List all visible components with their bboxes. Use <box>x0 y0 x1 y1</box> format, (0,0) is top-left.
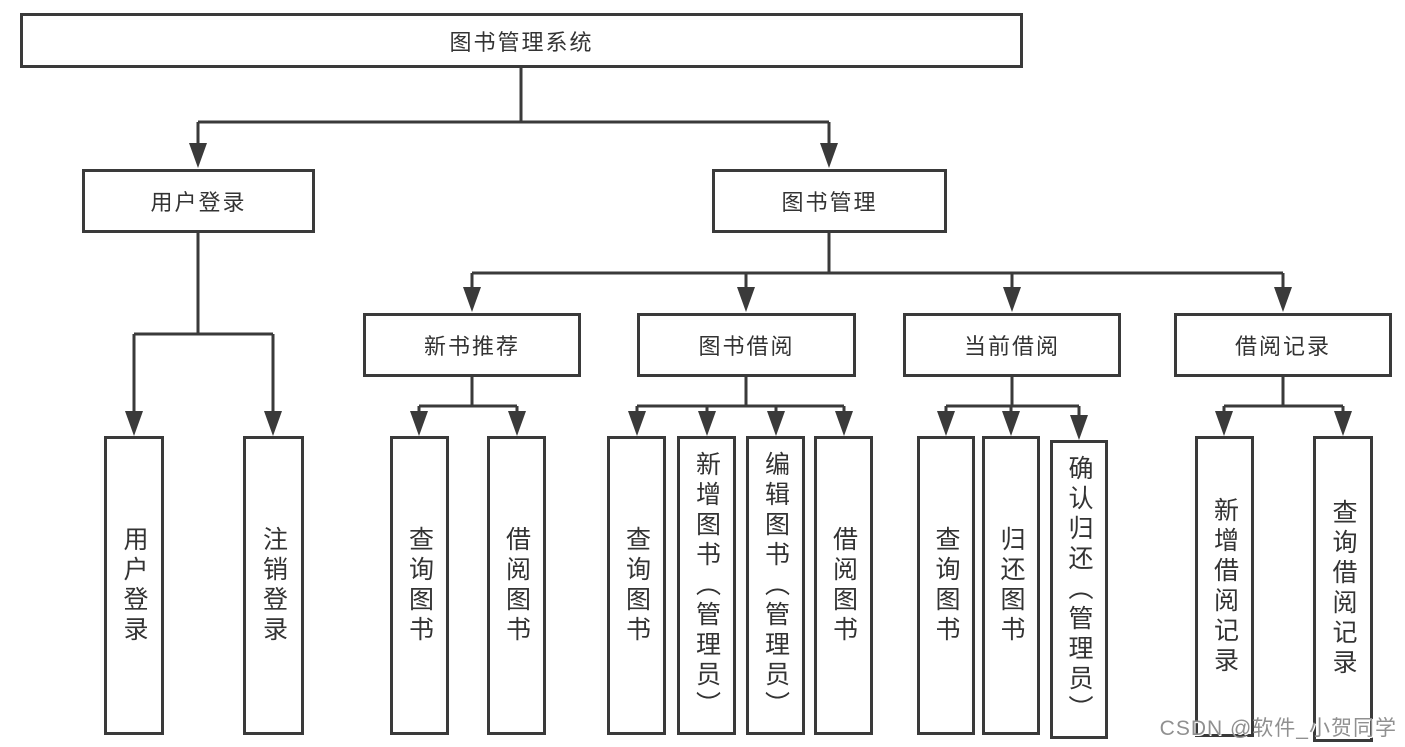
node-user-login: 用户登录 <box>82 169 315 233</box>
node-leaf-query-books-3: 查询图书 <box>917 436 975 735</box>
node-leaf-return-books: 归还图书 <box>982 436 1040 735</box>
node-leaf-edit-books-admin: 编辑图书（管理员） <box>746 436 805 735</box>
node-leaf-borrow-books-2: 借阅图书 <box>814 436 873 735</box>
node-leaf-add-books-admin: 新增图书（管理员） <box>677 436 736 735</box>
node-book-borrow: 图书借阅 <box>637 313 856 377</box>
node-leaf-query-books-1: 查询图书 <box>390 436 449 735</box>
node-leaf-query-books-2: 查询图书 <box>607 436 666 735</box>
node-root-system: 图书管理系统 <box>20 13 1023 68</box>
watermark: CSDN @软件_小贺同学 <box>1159 717 1397 740</box>
arrowheads <box>125 143 1352 440</box>
node-leaf-logout: 注销登录 <box>243 436 304 735</box>
node-current-borrow: 当前借阅 <box>903 313 1121 377</box>
node-leaf-query-borrow-record: 查询借阅记录 <box>1313 436 1373 742</box>
node-book-management: 图书管理 <box>712 169 947 233</box>
node-leaf-add-borrow-record: 新增借阅记录 <box>1195 436 1254 737</box>
node-borrow-records: 借阅记录 <box>1174 313 1392 377</box>
node-leaf-confirm-return-admin: 确认归还（管理员） <box>1050 440 1108 739</box>
node-leaf-borrow-books-1: 借阅图书 <box>487 436 546 735</box>
node-leaf-user-login: 用户登录 <box>104 436 164 735</box>
node-new-book-recommend: 新书推荐 <box>363 313 581 377</box>
